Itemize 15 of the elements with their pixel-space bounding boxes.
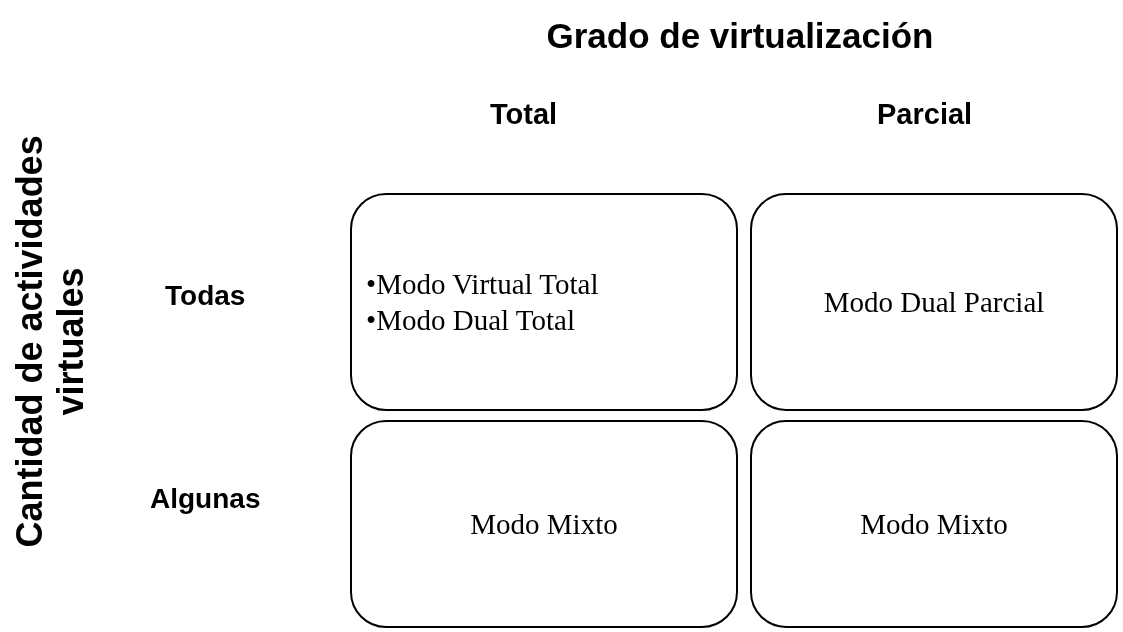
matrix-cell <box>750 193 1118 411</box>
cell-text: •Modo Virtual Total <box>366 266 599 302</box>
cell-text: Modo Mixto <box>860 506 1008 542</box>
column-heading: Total <box>490 98 558 131</box>
axis-title: Cantidad de actividades virtuales <box>8 134 92 550</box>
column-heading: Parcial <box>877 98 973 131</box>
cell-text: Modo Mixto <box>470 506 618 542</box>
matrix-cell <box>350 420 738 628</box>
matrix-cell <box>750 420 1118 628</box>
row-heading: Todas <box>165 280 246 312</box>
chart-title: Grado de virtualización <box>545 16 935 56</box>
row-heading: Algunas <box>150 483 261 515</box>
cell-text: •Modo Dual Total <box>366 303 575 338</box>
cell-text: Modo Dual Parcial <box>823 284 1045 320</box>
matrix-cell <box>350 193 738 411</box>
